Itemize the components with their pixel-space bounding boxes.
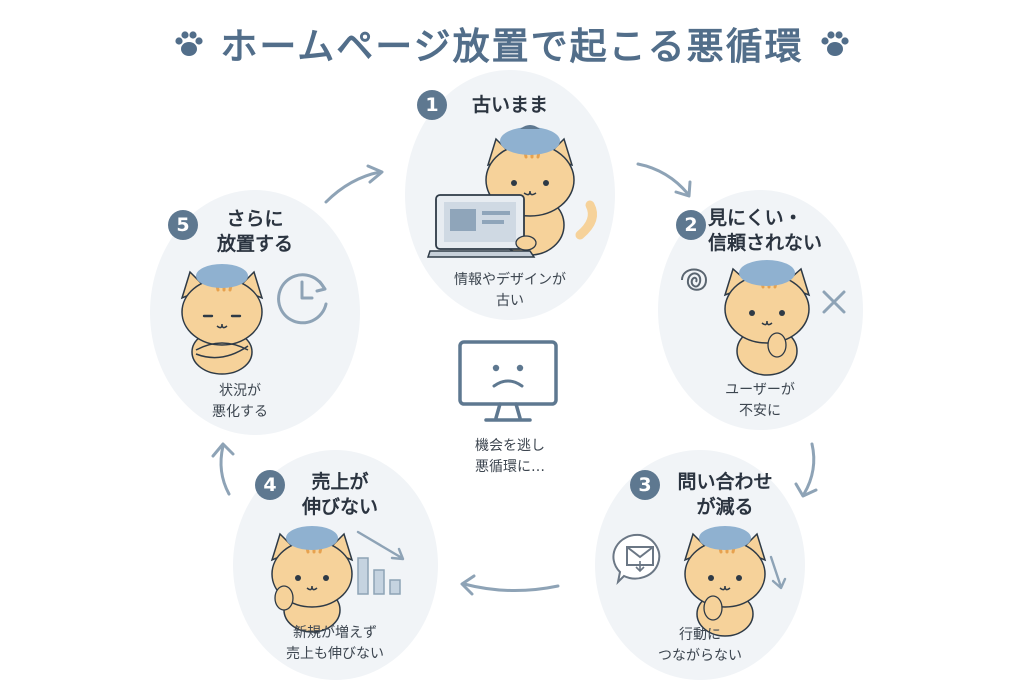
sad-monitor-icon [458, 340, 558, 422]
bar-chart-down-icon [356, 530, 405, 595]
cat-worried-illustration [723, 260, 811, 376]
step-2-number: 2 [676, 210, 706, 240]
clock-icon [277, 273, 328, 325]
cycle-arrow-icon [324, 164, 384, 204]
title-text: ホームページ放置で起こる悪循環 [220, 25, 804, 68]
step-4-caption: 新規が増えず 売上も伸びない [286, 625, 384, 662]
step-1-heading: 古いまま [471, 94, 548, 116]
paw-icon [172, 27, 206, 70]
tangle-icon [681, 268, 708, 291]
step-5-heading: さらに 放置する [216, 208, 293, 255]
ice-bag-icon [500, 127, 560, 155]
step-5-caption: 状況が 悪化する [212, 383, 268, 420]
cycle-arrow-icon [794, 442, 818, 498]
paw-icon [818, 27, 852, 70]
page-title: ホームページ放置で起こる悪循環 [0, 16, 1024, 70]
step-3-heading: 問い合わせ が減る [677, 471, 773, 518]
step-3-caption: 行動に つながらない [658, 627, 742, 664]
cycle-arrow-icon [636, 162, 692, 198]
step-5-number: 5 [168, 210, 198, 240]
cycle-arrow-icon [211, 442, 235, 496]
cat-arms-crossed-illustration [180, 264, 264, 375]
cross-icon [822, 290, 846, 314]
step-2-caption: ユーザーが 不安に [725, 382, 795, 419]
step-3-number: 3 [630, 470, 660, 500]
down-arrow-icon [769, 555, 787, 590]
cat-sad-illustration [270, 526, 354, 633]
step-1-number: 1 [417, 90, 447, 120]
step-4-heading: 売上が 伸びない [301, 471, 378, 518]
step-2-heading: 見にくい・ 信頼されない [708, 207, 823, 254]
cat-laptop-illustration [426, 125, 597, 258]
step-1-caption: 情報やデザインが 古い [454, 272, 566, 309]
cat-thinking-illustration [683, 526, 767, 637]
mail-icon [612, 533, 661, 586]
center-caption: 機会を逃し 悪循環に… [475, 438, 545, 475]
cycle-arrow-icon [460, 574, 560, 596]
laptop-icon [426, 194, 536, 258]
step-4-number: 4 [255, 470, 285, 500]
